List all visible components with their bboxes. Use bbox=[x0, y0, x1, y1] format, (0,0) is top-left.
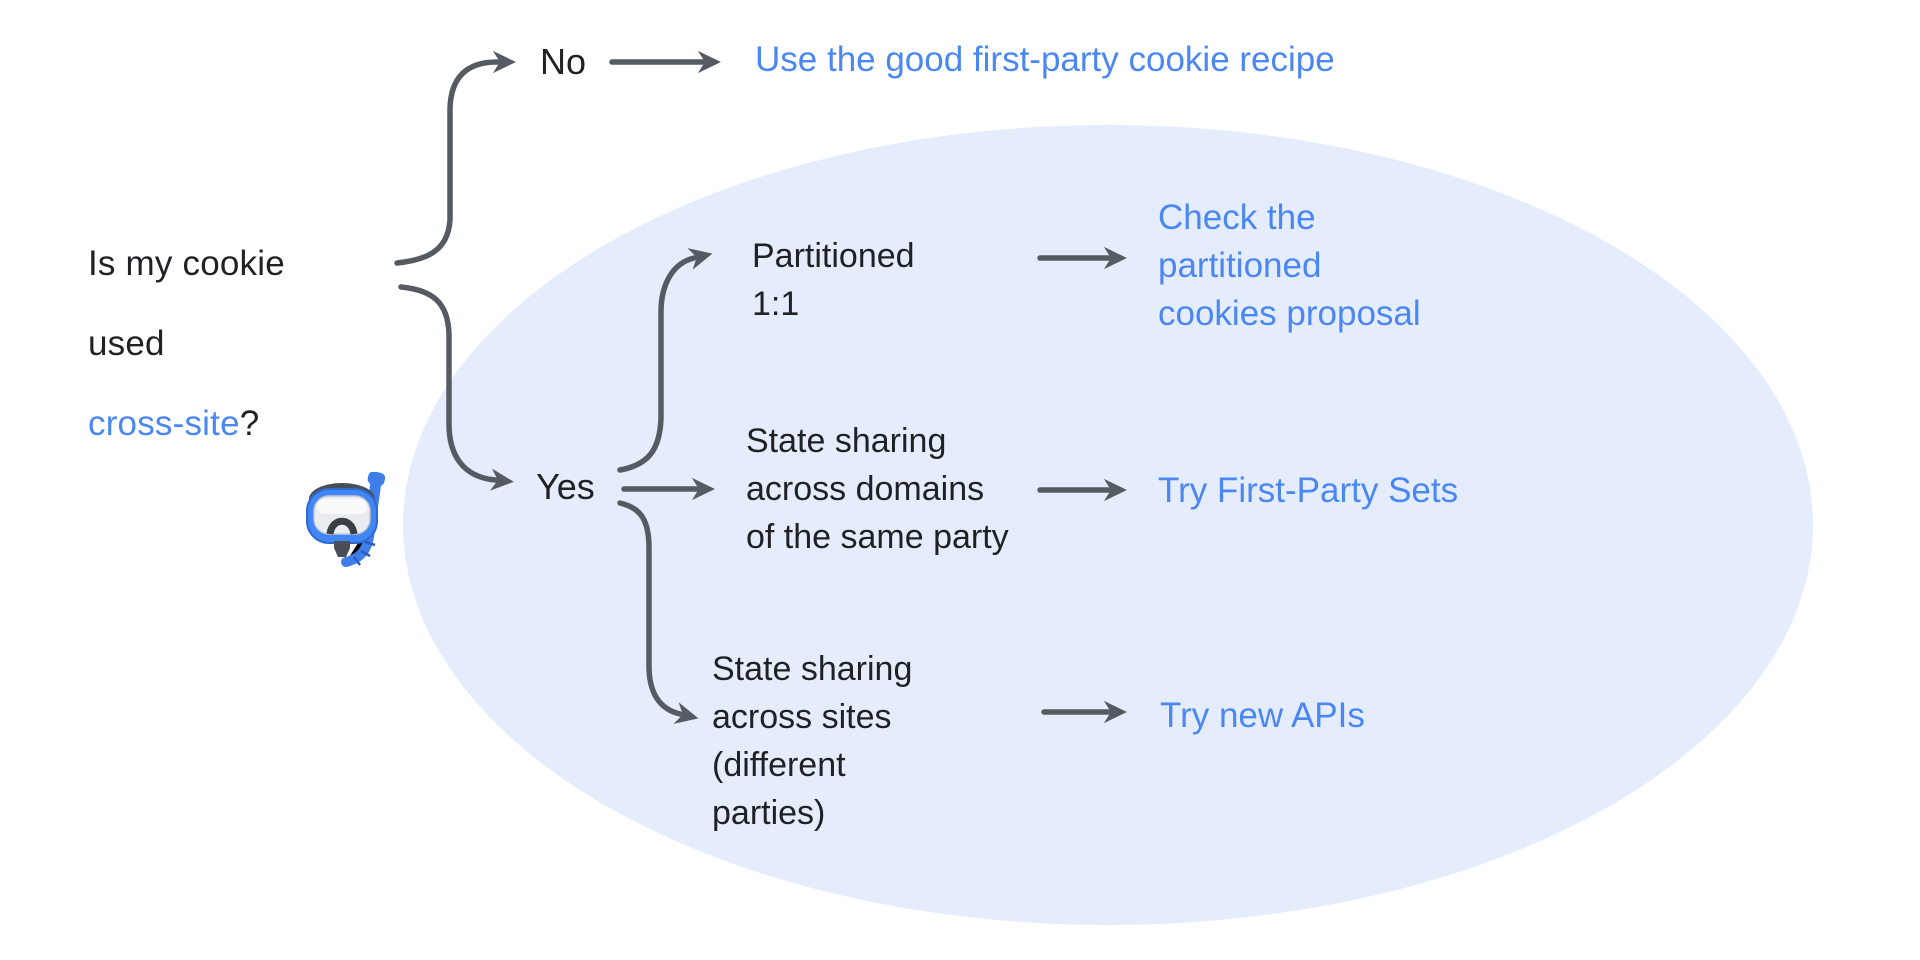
curve-yes-to-sites bbox=[617, 500, 699, 724]
condition-partitioned: Partitioned 1:1 bbox=[752, 237, 915, 323]
no-label: No bbox=[540, 41, 587, 82]
curve-yes-to-partitioned bbox=[617, 248, 713, 473]
partitioned-cookies-proposal-link[interactable]: Check the partitioned cookies proposal bbox=[1158, 198, 1421, 333]
first-party-sets-link[interactable]: Try First-Party Sets bbox=[1158, 471, 1459, 510]
question-line1: Is my cookie bbox=[88, 244, 285, 283]
question-suffix: ? bbox=[239, 404, 260, 443]
condition-state-sharing-domains: State sharing across domains of the same… bbox=[746, 422, 1009, 556]
yes-label: Yes bbox=[536, 466, 595, 507]
curve-question-to-no bbox=[394, 50, 516, 266]
new-apis-link[interactable]: Try new APIs bbox=[1160, 696, 1365, 735]
question-line2: used bbox=[88, 324, 165, 363]
root-question: Is my cookie used cross-site? bbox=[88, 204, 285, 444]
first-party-recipe-link[interactable]: Use the good first-party cookie recipe bbox=[755, 40, 1335, 79]
cross-site-link[interactable]: cross-site bbox=[88, 404, 240, 443]
condition-state-sharing-sites: State sharing across sites (different pa… bbox=[712, 650, 913, 832]
diving-mask-emoji bbox=[306, 471, 406, 582]
curve-question-to-yes bbox=[398, 284, 514, 491]
